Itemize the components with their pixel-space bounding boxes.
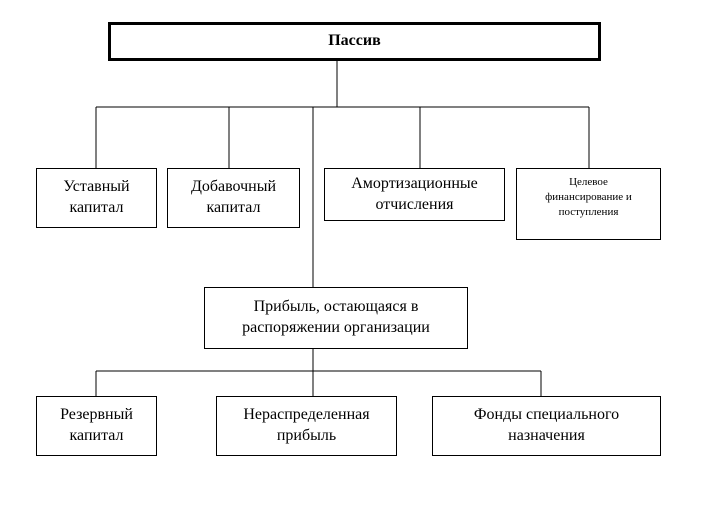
- node-ustavnyi-kapital-text: Уставный капитал: [63, 177, 129, 219]
- node-line: Фонды специального: [473, 406, 620, 424]
- node-tselevoe-finansirovanie: Целевое финансирование и поступления: [516, 168, 661, 240]
- node-dobavochnyi-kapital: Добавочный капитал: [167, 168, 300, 228]
- node-line: капитал: [69, 427, 124, 444]
- node-line: поступления: [558, 205, 619, 218]
- node-pribyl-v-rasporyazhenii-text: Прибыль, остающаяся в распоряжении орган…: [242, 297, 430, 339]
- node-rezervnyi-kapital: Резервный капитал: [36, 396, 157, 456]
- node-line: Прибыль, остающаяся в: [253, 298, 419, 316]
- node-neraspredelennaya-pribyl: Нераспределенная прибыль: [216, 396, 397, 456]
- node-ustavnyi-kapital: Уставный капитал: [36, 168, 157, 228]
- node-fondy-spetsialnogo-naznacheniya-text: Фонды специального назначения: [474, 405, 619, 447]
- node-passiv: Пассив: [108, 22, 601, 61]
- node-passiv-label: Пассив: [328, 32, 381, 50]
- node-line: назначения: [508, 427, 585, 444]
- node-line: Резервный: [60, 406, 133, 424]
- node-amortizatsionnye-otchisleniya: Амортизационные отчисления: [324, 168, 505, 221]
- node-line: Добавочный: [190, 178, 277, 196]
- node-neraspredelennaya-pribyl-text: Нераспределенная прибыль: [243, 405, 369, 447]
- node-line: Уставный: [63, 178, 130, 196]
- node-line: финансирование и: [545, 190, 632, 203]
- node-line: капитал: [69, 199, 124, 216]
- node-line: Амортизационные: [351, 174, 478, 192]
- node-line: отчисления: [375, 195, 454, 213]
- node-rezervnyi-kapital-text: Резервный капитал: [60, 405, 133, 447]
- node-line: капитал: [206, 199, 261, 216]
- node-pribyl-v-rasporyazhenii: Прибыль, остающаяся в распоряжении орган…: [204, 287, 468, 349]
- node-dobavochnyi-kapital-text: Добавочный капитал: [191, 177, 276, 219]
- node-line: Целевое: [569, 176, 608, 188]
- node-line: Нераспределенная: [243, 406, 370, 424]
- node-amortizatsionnye-otchisleniya-text: Амортизационные отчисления: [351, 174, 478, 216]
- node-line: прибыль: [276, 427, 337, 444]
- node-line: распоряжении организации: [242, 319, 430, 336]
- node-tselevoe-finansirovanie-text: Целевое финансирование и поступления: [545, 175, 632, 220]
- node-fondy-spetsialnogo-naznacheniya: Фонды специального назначения: [432, 396, 661, 456]
